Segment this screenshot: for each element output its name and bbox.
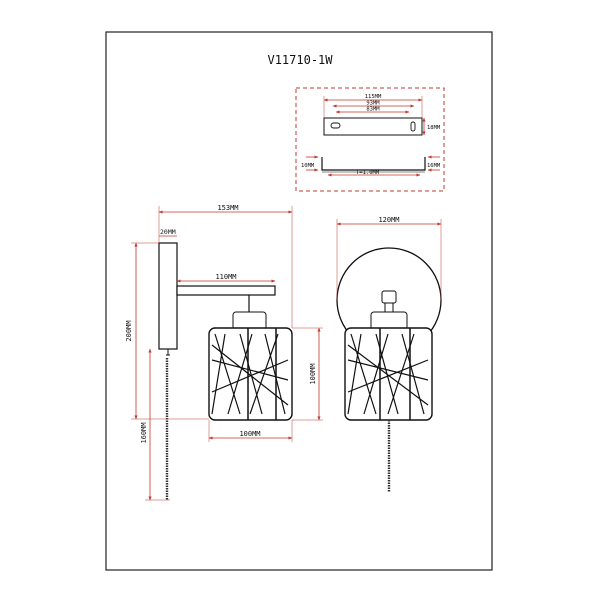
front-dim-backplate: 120MM xyxy=(378,216,399,224)
front-switch-knob xyxy=(381,290,397,304)
side-arm xyxy=(176,285,276,296)
side-dim-cord: 160MM xyxy=(140,422,148,443)
bracket-side-profile xyxy=(321,157,426,171)
side-dim-height: 200MM xyxy=(125,320,133,341)
bracket-detail-box xyxy=(295,87,445,192)
side-wall-backplate xyxy=(158,242,178,350)
bracket-dim-left: 10MM xyxy=(301,163,315,169)
side-dim-depth: 153MM xyxy=(217,204,238,212)
side-dim-shade-height: 100MM xyxy=(309,363,317,384)
mounting-bracket-detail: 115MM 93MM 83MM 18MM T=1.0MM 10MM 16MM xyxy=(295,87,445,192)
front-shade xyxy=(344,327,433,421)
drawing-frame xyxy=(105,31,493,571)
drawing-title: V11710-1W xyxy=(267,53,333,67)
bracket-slot-right xyxy=(410,121,416,132)
side-dim-plate: 20MM xyxy=(160,228,176,236)
bracket-dim-thickness: T=1.0MM xyxy=(356,170,380,176)
bracket-dim-right: 16MM xyxy=(427,163,441,169)
bracket-dim-overall: 115MM xyxy=(365,94,382,100)
bracket-slot-left xyxy=(330,122,341,129)
side-power-cord xyxy=(166,349,170,356)
side-shade xyxy=(208,327,293,421)
bracket-dim-height: 18MM xyxy=(427,125,441,131)
bracket-dim-mid: 93MM xyxy=(366,101,380,107)
side-dim-shade-width: 100MM xyxy=(239,430,260,438)
side-dim-arm: 110MM xyxy=(215,273,236,281)
bracket-dim-inner: 83MM xyxy=(366,107,380,113)
side-view: 153MM 20MM 110MM 200MM 100MM 100MM 160MM xyxy=(125,204,323,501)
bracket-plate-top-view xyxy=(323,117,423,136)
front-view: 120MM xyxy=(336,216,442,492)
